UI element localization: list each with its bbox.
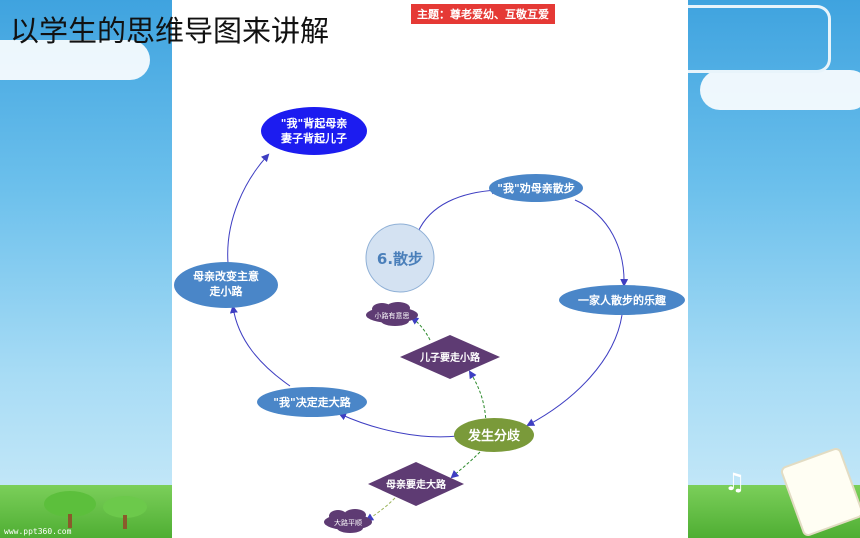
- node-mother-change: 母亲改变主意 走小路: [174, 262, 278, 308]
- node-decide: "我"决定走大路: [257, 387, 367, 417]
- node-joy-label: 一家人散步的乐趣: [578, 293, 667, 307]
- arrow-mother-change-to-carry: [227, 153, 270, 264]
- node-center: 6.散步: [365, 223, 435, 293]
- node-carry-line1: "我"背起母亲: [281, 116, 347, 130]
- node-mother-wants-label: 母亲要走大路: [386, 478, 447, 491]
- theme-badge: 主题：尊老爱幼、互敬互爱: [411, 4, 555, 24]
- music-note-icon: ♫: [724, 468, 746, 496]
- link-mother-bigroad: [365, 497, 396, 522]
- node-joy: 一家人散步的乐趣: [559, 285, 685, 315]
- cloud-small-road: 小路有意思: [366, 302, 418, 326]
- node-carry: "我"背起母亲 妻子背起儿子: [261, 107, 367, 155]
- slide-title: 以学生的思维导图来讲解: [10, 14, 330, 48]
- link-diverge-son: [468, 370, 487, 424]
- arrow-persuade-to-joy: [574, 199, 629, 287]
- frame-decoration: [688, 5, 831, 73]
- cloud-big-road-label: 大路平顺: [334, 518, 362, 527]
- node-mother-change-line1: 母亲改变主意: [193, 269, 259, 283]
- watermark-url: www.ppt360.com: [4, 527, 72, 536]
- cloud-small-road-label: 小路有意思: [375, 311, 410, 320]
- arrow-decide-to-mother-change: [229, 305, 291, 387]
- node-persuade-label: "我"劝母亲散步: [497, 181, 574, 195]
- arrow-center-to-persuade: [417, 186, 500, 233]
- arrow-joy-to-diverge: [526, 314, 623, 426]
- node-mother-wants: 母亲要走大路: [368, 462, 464, 506]
- node-carry-line2: 妻子背起儿子: [281, 131, 347, 145]
- node-persuade: "我"劝母亲散步: [489, 174, 583, 202]
- node-decide-label: "我"决定走大路: [273, 395, 351, 409]
- cloud-decoration: [0, 40, 150, 80]
- link-son-smallroad: [410, 316, 431, 341]
- node-center-label: 6.散步: [377, 250, 423, 268]
- arrow-diverge-to-decide: [338, 412, 459, 438]
- tree-decoration: [103, 496, 147, 529]
- link-diverge-mother: [450, 451, 481, 479]
- cloud-decoration: [700, 70, 860, 110]
- node-diverge-label: 发生分歧: [467, 428, 521, 444]
- node-son-wants: 儿子要走小路: [400, 335, 500, 379]
- tree-decoration: [44, 491, 96, 528]
- node-diverge: 发生分歧: [454, 418, 534, 452]
- node-son-wants-label: 儿子要走小路: [419, 351, 481, 364]
- node-mother-change-line2: 走小路: [209, 284, 244, 298]
- cloud-big-road: 大路平顺: [324, 509, 372, 533]
